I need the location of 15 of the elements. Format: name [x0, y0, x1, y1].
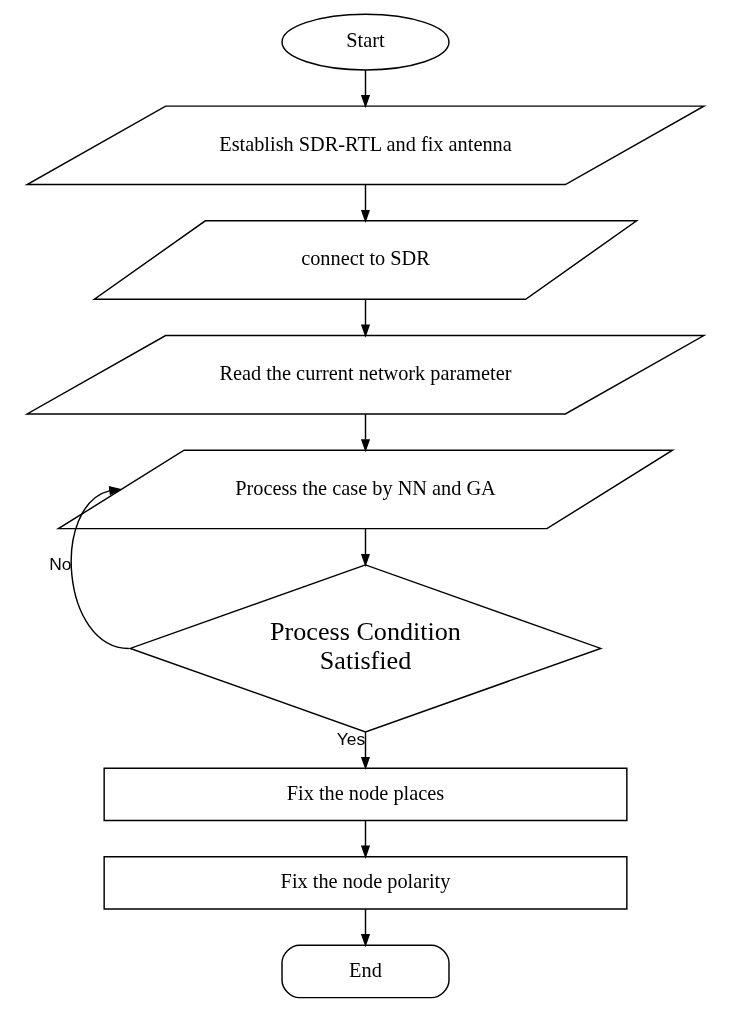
node-diamond: Process Condition Satisfied [127, 564, 603, 733]
arrow [360, 298, 370, 338]
arrow [70, 486, 130, 650]
arrow [360, 69, 370, 109]
node-ellipse: Start [280, 13, 450, 71]
arrow [360, 819, 370, 859]
node-box: Fix the node polarity [102, 856, 628, 910]
arrow [360, 908, 370, 948]
node-box: Fix the node places [102, 767, 628, 822]
arrow [360, 183, 370, 223]
node-box: End [280, 944, 450, 999]
edge-label: No [48, 554, 71, 575]
arrow [360, 413, 370, 453]
arrow [360, 731, 370, 770]
arrow [360, 527, 370, 567]
